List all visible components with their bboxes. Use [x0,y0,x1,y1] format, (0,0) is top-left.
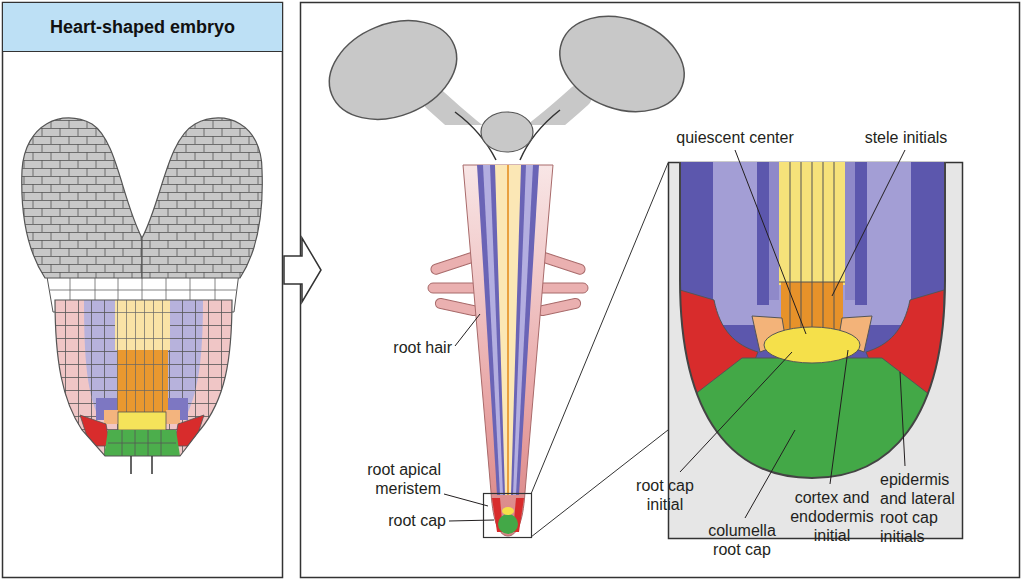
panel-header: Heart-shaped embryo [3,3,282,52]
part-label: quiescent center [668,128,802,147]
part-label: root hair [352,338,452,357]
part-label: columella root cap [700,521,784,559]
part-label: root cap [356,511,446,530]
part-label: cortex and endodermis initial [786,488,878,545]
part-label: stele initials [850,128,962,147]
part-label: root apical meristem [354,460,441,498]
panel-title: Heart-shaped embryo [50,17,235,38]
part-label: epidermis and lateral root cap initials [880,470,972,546]
part-label: root cap initial [628,476,702,514]
